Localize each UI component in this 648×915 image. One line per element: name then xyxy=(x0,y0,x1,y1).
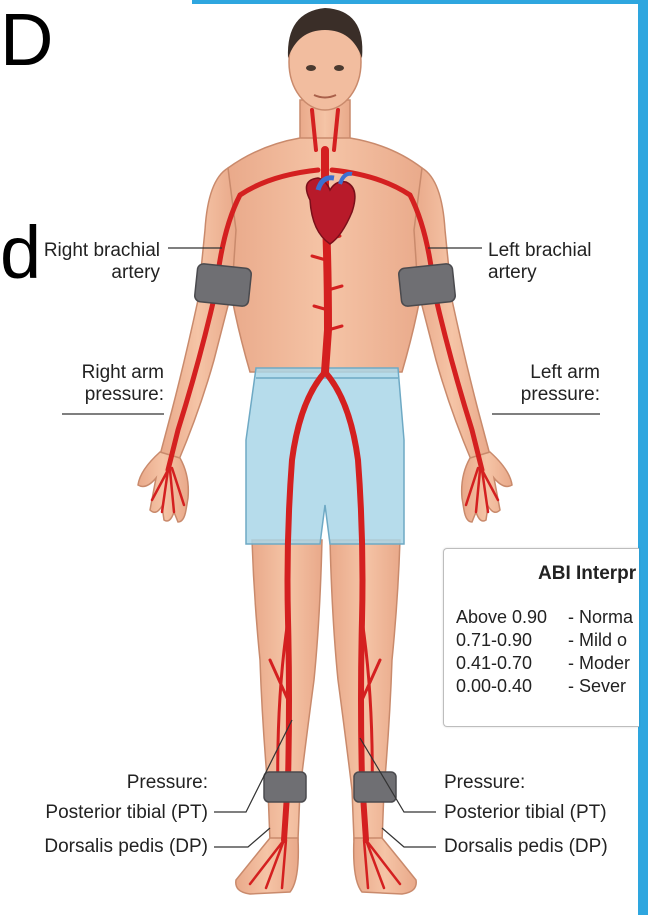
abi-row-range: 0.41-0.70 xyxy=(456,653,568,674)
label-left-pressure: Pressure: xyxy=(444,772,525,794)
label-right-pressure: Pressure: xyxy=(30,772,208,794)
slide-title-letter: D xyxy=(0,3,53,77)
abi-row-desc: - Sever xyxy=(568,676,626,696)
label-right-dorsalis-pedis: Dorsalis pedis (DP) xyxy=(0,836,208,858)
abi-row-desc: - Norma xyxy=(568,607,633,627)
abi-row-range: 0.00-0.40 xyxy=(456,676,568,697)
label-right-posterior-tibial: Posterior tibial (PT) xyxy=(0,802,208,824)
abi-row: 0.41-0.70- Moder xyxy=(456,653,630,674)
abi-row-range: Above 0.90 xyxy=(456,607,568,628)
abi-row: 0.71-0.90- Mild o xyxy=(456,630,627,651)
abi-row-desc: - Moder xyxy=(568,653,630,673)
shorts xyxy=(246,368,404,544)
label-left-posterior-tibial: Posterior tibial (PT) xyxy=(444,802,607,824)
abi-row-desc: - Mild o xyxy=(568,630,627,650)
label-right-arm-pressure: Right arm pressure: xyxy=(40,362,164,406)
abi-interpretation-box: ABI Interpr Above 0.90- Norma 0.71-0.90-… xyxy=(443,548,639,727)
abi-row: Above 0.90- Norma xyxy=(456,607,633,628)
label-left-arm-pressure: Left arm pressure: xyxy=(480,362,600,406)
label-left-brachial-artery: Left brachial artery xyxy=(488,240,592,284)
abi-row: 0.00-0.40- Sever xyxy=(456,676,626,697)
abi-box-title: ABI Interpr xyxy=(538,563,636,585)
abi-row-range: 0.71-0.90 xyxy=(456,630,568,651)
label-right-brachial-artery: Right brachial artery xyxy=(30,240,160,284)
label-left-dorsalis-pedis: Dorsalis pedis (DP) xyxy=(444,836,608,858)
head xyxy=(288,8,362,110)
